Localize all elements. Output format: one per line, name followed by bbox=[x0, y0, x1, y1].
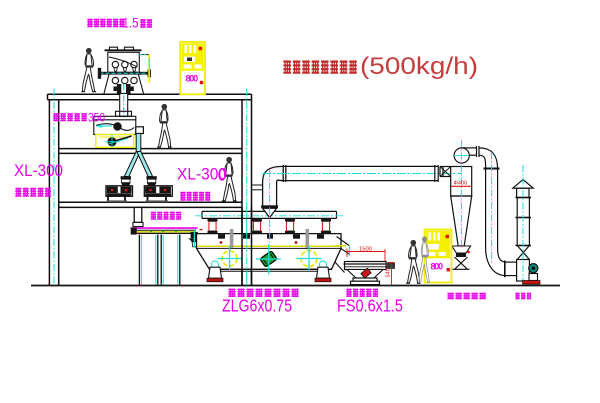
svg-text:(500kg/h): (500kg/h) bbox=[360, 53, 478, 80]
svg-text:FS0.6x1.5: FS0.6x1.5 bbox=[337, 296, 403, 316]
svg-text:ZLG6x0.75: ZLG6x0.75 bbox=[222, 296, 292, 316]
svg-text:XL-300: XL-300 bbox=[14, 161, 63, 180]
svg-text:350: 350 bbox=[88, 111, 105, 125]
svg-text:540: 540 bbox=[385, 268, 391, 277]
svg-text:Φ400: Φ400 bbox=[454, 181, 468, 187]
svg-text:1500: 1500 bbox=[359, 247, 372, 253]
svg-text:800: 800 bbox=[431, 262, 444, 272]
svg-text:XL-300: XL-300 bbox=[177, 165, 227, 184]
svg-text:1.5: 1.5 bbox=[123, 16, 139, 31]
svg-text:800: 800 bbox=[186, 74, 199, 84]
